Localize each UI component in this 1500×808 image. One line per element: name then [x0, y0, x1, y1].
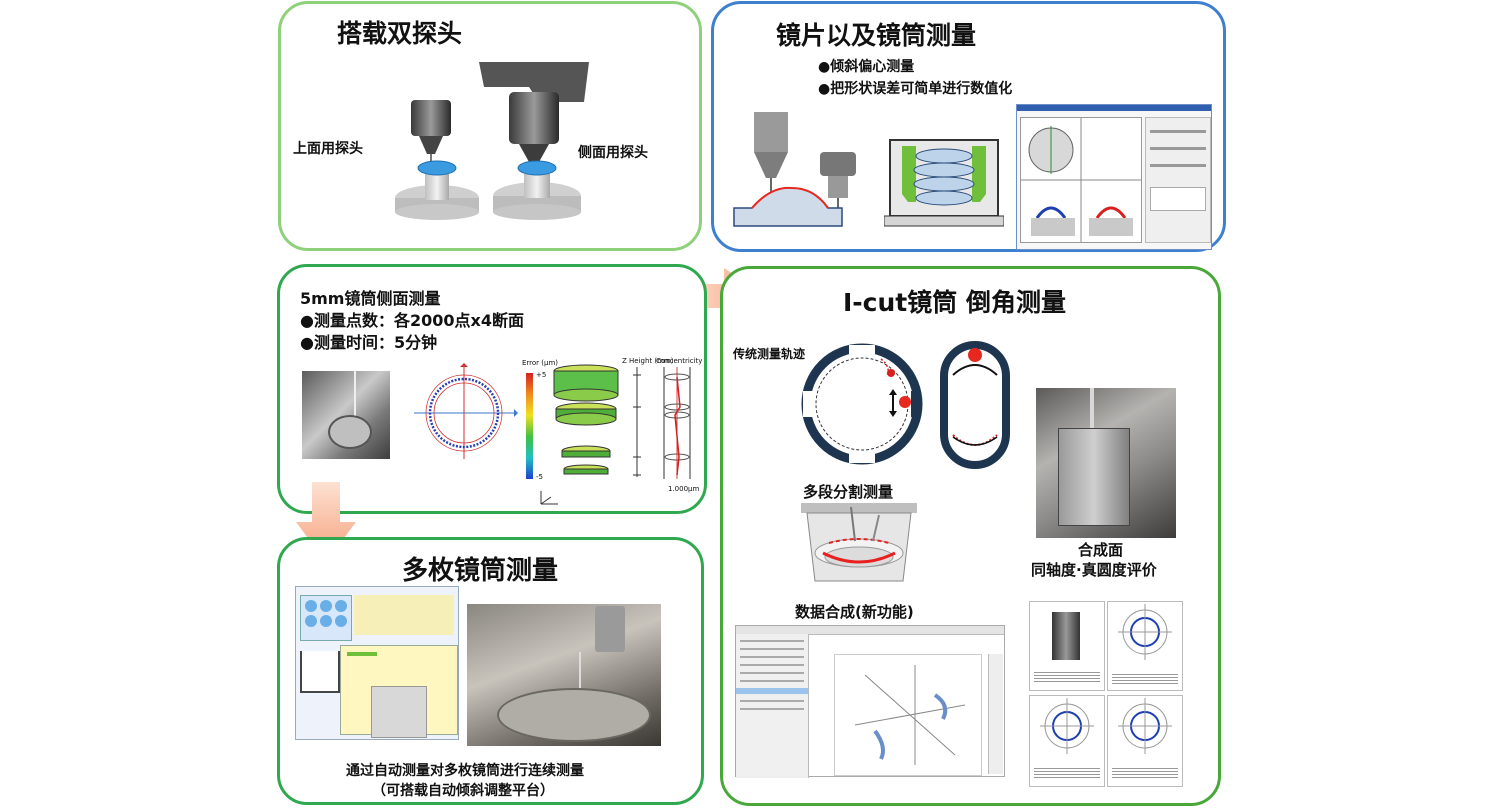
side-probe-label: 侧面用探头 [578, 145, 648, 161]
synthesis-label: 数据合成(新功能) [795, 603, 914, 621]
composite-photo [1036, 388, 1176, 538]
color-scale-bar [526, 373, 533, 479]
scale-bar-label: 1.000μm [668, 485, 700, 493]
section-stack-plot [553, 364, 619, 475]
evaluation-reports [1029, 601, 1183, 789]
spec-points: ●测量点数：各2000点x4断面 [300, 311, 524, 330]
menu-screenshot [735, 625, 1005, 778]
roundness-plot [414, 363, 518, 459]
software-screenshot [1016, 104, 1212, 250]
scale-top: +5 [536, 371, 547, 379]
axis-triad-icon [540, 491, 558, 505]
lens-barrel-cross-section [884, 139, 1004, 227]
panel-lens-barrel: 镜片以及镜筒测量 ●倾斜偏心测量 ●把形状误差可简单进行数值化 [711, 1, 1226, 252]
dual-probe-illustration [395, 62, 589, 220]
multistage-label: 多段分割测量 [803, 483, 894, 501]
i-cut-track-diagram [940, 341, 1010, 469]
panel-title: I-cut镜筒 倒角测量 [843, 288, 1066, 317]
concentricity-label: Concentricity [656, 357, 703, 365]
caption-tilt-stage: （可搭载自动倾斜调整平台） [372, 783, 554, 799]
multistage-cross-section [801, 503, 917, 582]
composite-surface-label: 合成面 [1078, 541, 1124, 559]
multi-barrel-software [295, 586, 459, 740]
panel-title: 镜片以及镜筒测量 [776, 21, 977, 50]
side-probe-head-icon [509, 92, 559, 144]
panel-dual-probe: 搭载双探头 上面用探头 侧面用探头 [278, 1, 702, 251]
bullet-tilt-eccentricity: ●倾斜偏心测量 [818, 59, 915, 75]
3d-plot-icon [854, 665, 966, 765]
scale-bottom: -5 [536, 473, 543, 481]
panel-multi-barrel: 多枚镜筒测量 通过自动测量对多枚镜筒进行连续测量 （可搭载自动倾斜调整平台） [277, 537, 704, 805]
spec-time: ●测量时间：5分钟 [300, 333, 438, 352]
panel-side-measurement: 5mm镜筒侧面测量 ●测量点数：各2000点x4断面 ●测量时间：5分钟 Err… [277, 264, 707, 514]
top-probe-label: 上面用探头 [293, 141, 363, 157]
concentricity-plot [663, 367, 691, 479]
analysis-plot-icon [1021, 118, 1141, 242]
height-label: Z Height (mm) [622, 357, 674, 365]
panel-title: 多枚镜筒测量 [402, 556, 559, 586]
barrel-photo [302, 371, 390, 459]
lens-probe-illustration [733, 112, 856, 227]
bullet-shape-error: ●把形状误差可简单进行数值化 [818, 81, 1013, 97]
contact-point-icon [899, 396, 911, 408]
height-axis [633, 367, 641, 477]
contact-point-icon [887, 369, 895, 377]
panel-icut-barrel: I-cut镜筒 倒角测量 传统测量轨迹 多段分割测量 数据合成(新功能) [720, 266, 1221, 806]
coaxial-roundness-label: 同轴度·真圆度评价 [1031, 561, 1157, 579]
panel-title: 搭载双探头 [337, 19, 463, 48]
spec-title: 5mm镜筒侧面测量 [300, 289, 441, 308]
top-probe-head-icon [411, 100, 451, 136]
contact-point-icon [968, 348, 982, 362]
caption-auto-measurement: 通过自动测量对多枚镜筒进行连续测量 [346, 763, 584, 779]
ring-track-diagram [801, 343, 923, 465]
traditional-track-label: 传统测量轨迹 [733, 347, 806, 361]
error-label: Error (μm) [522, 359, 559, 367]
multi-barrel-photo [467, 604, 661, 746]
